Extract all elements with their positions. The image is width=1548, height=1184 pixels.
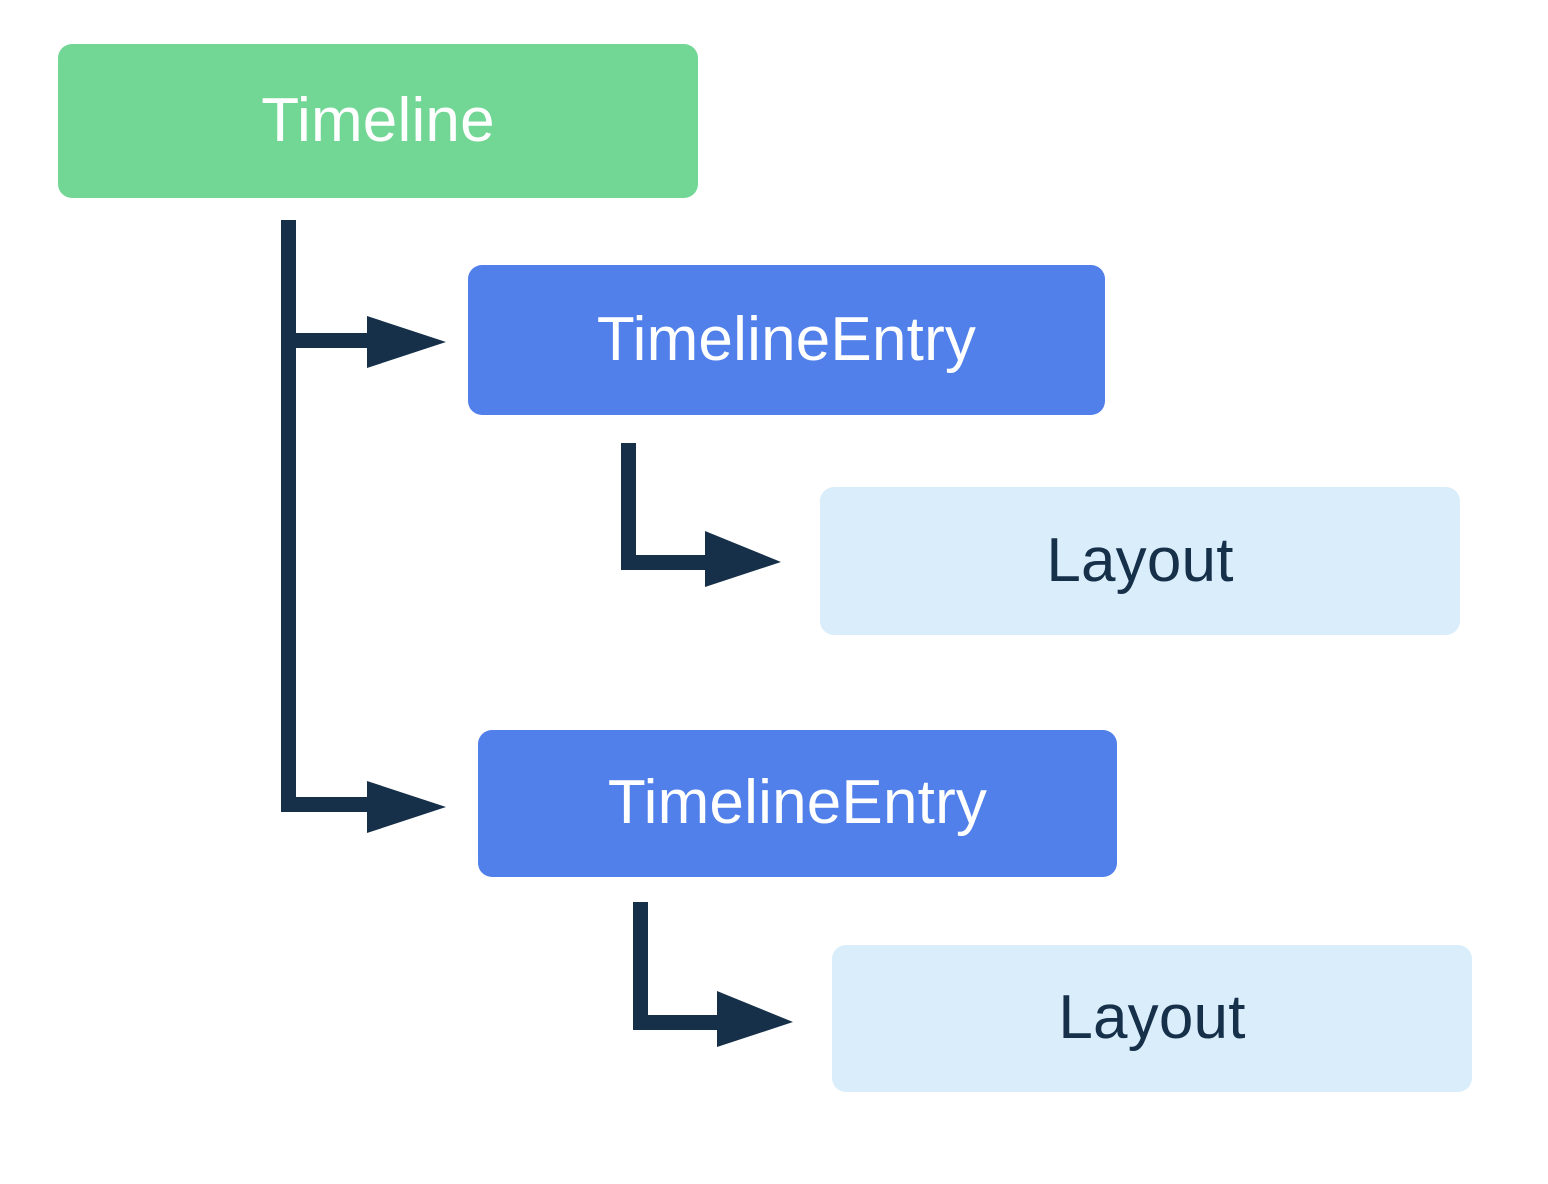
node-timeline-label: Timeline <box>261 85 495 155</box>
edge-entry-2-layout-2 <box>633 902 793 1047</box>
edge-elbow-1-horizontal <box>621 555 709 570</box>
arrowhead-to-entry-1 <box>367 316 446 368</box>
node-layout-1[interactable]: Layout <box>820 487 1460 635</box>
node-timeline-entry-1-label: TimelineEntry <box>596 304 977 374</box>
arrowhead-to-layout-2 <box>717 991 793 1047</box>
node-layout-2-label: Layout <box>1058 983 1246 1053</box>
edge-trunk-segment-1 <box>281 220 296 348</box>
edge-elbow-2-vertical <box>633 902 648 1030</box>
node-timeline-entry-2[interactable]: TimelineEntry <box>478 730 1117 877</box>
edge-elbow-2-horizontal <box>633 1015 721 1030</box>
node-timeline-entry-1[interactable]: TimelineEntry <box>468 265 1105 415</box>
node-timeline-entry-2-label: TimelineEntry <box>607 768 988 838</box>
edge-timeline-entry-1 <box>281 220 446 368</box>
arrowhead-to-entry-2 <box>367 781 446 833</box>
node-timeline[interactable]: Timeline <box>58 44 698 198</box>
node-layout-1-label: Layout <box>1046 525 1234 595</box>
node-layout-2[interactable]: Layout <box>832 945 1472 1092</box>
edge-entry-1-layout-1 <box>621 443 781 587</box>
edge-branch-2-horizontal <box>281 797 373 812</box>
edge-branch-1-horizontal <box>281 333 373 348</box>
edge-elbow-1-vertical <box>621 443 636 570</box>
edge-trunk-segment-2 <box>281 348 296 812</box>
edge-timeline-entry-2 <box>281 348 446 833</box>
arrowhead-to-layout-1 <box>705 531 781 587</box>
